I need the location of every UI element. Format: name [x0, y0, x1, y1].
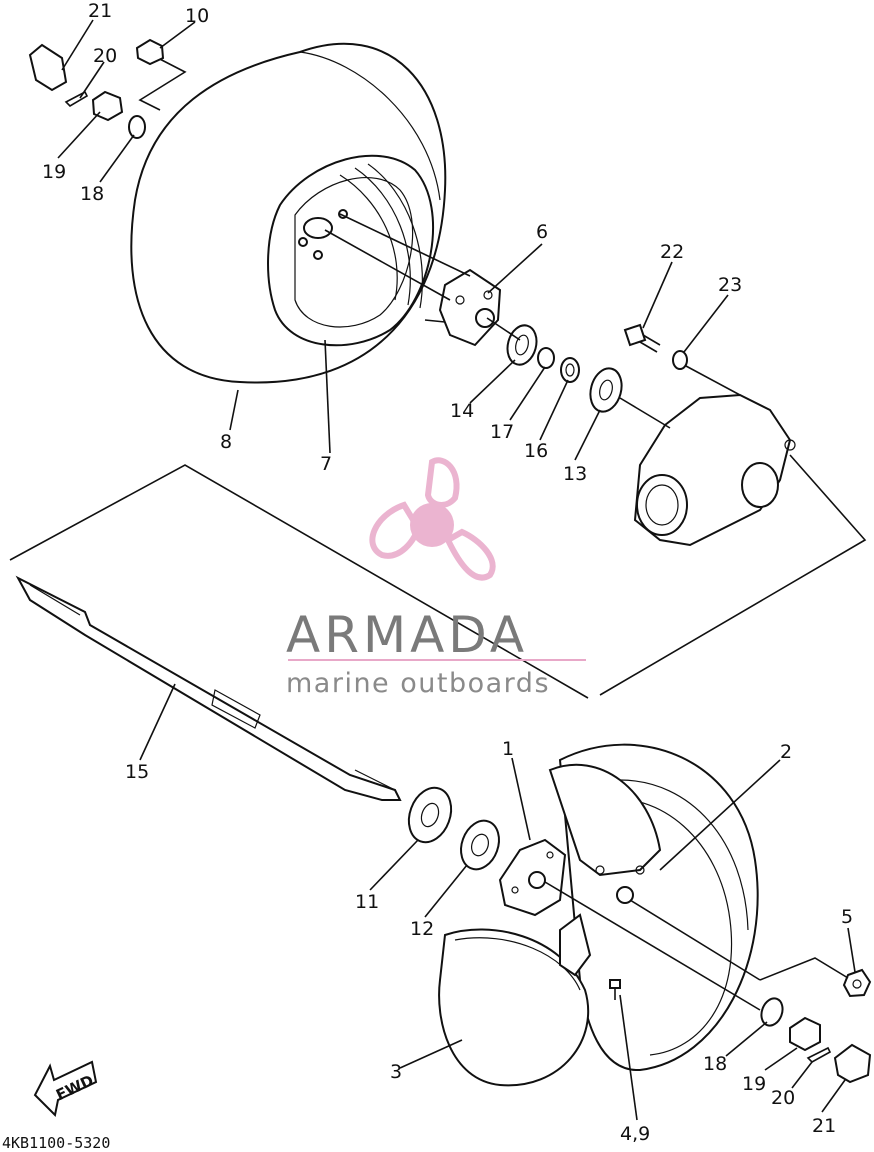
- callout-20-top: 20: [93, 45, 117, 67]
- drawing-code: 4KB1100-5320: [2, 1134, 110, 1152]
- callout-11: 11: [355, 891, 379, 913]
- callout-12: 12: [410, 918, 434, 940]
- callout-17: 17: [490, 421, 514, 443]
- bearing-13: [589, 367, 623, 413]
- callout-21-top: 21: [88, 0, 112, 22]
- callout-18-top: 18: [80, 183, 104, 205]
- circlip-17: [537, 347, 555, 369]
- callout-1: 1: [502, 738, 514, 760]
- callout-18-bottom: 18: [703, 1053, 727, 1075]
- lower-tire-front: [438, 913, 592, 1087]
- callout-22: 22: [660, 241, 684, 263]
- propeller-icon: [369, 457, 496, 581]
- callout-3: 3: [390, 1061, 402, 1083]
- upper-rim: [267, 154, 435, 347]
- bearing-11: [407, 786, 453, 844]
- bearing-14: [506, 324, 538, 366]
- stud-bolt: [609, 979, 621, 1000]
- callout-19-bottom: 19: [742, 1073, 766, 1095]
- rear-axle: [15, 575, 402, 801]
- callout-4-9: 4,9: [620, 1123, 650, 1145]
- callout-21-bottom: 21: [812, 1115, 836, 1137]
- cap-21-upper: [28, 43, 68, 92]
- bolt-22: [623, 323, 661, 353]
- callout-15: 15: [125, 761, 149, 783]
- callout-20-bottom: 20: [771, 1087, 795, 1109]
- watermark-title: ARMADA: [286, 606, 528, 664]
- washer-23: [672, 350, 688, 370]
- callout-14: 14: [450, 400, 474, 422]
- lower-rim-half: [548, 763, 662, 904]
- washer-18-lower: [760, 997, 784, 1027]
- oil-seal-12: [460, 819, 500, 871]
- cap-21-lower: [833, 1043, 872, 1084]
- final-gear-housing: [633, 393, 796, 547]
- callout-5: 5: [841, 906, 853, 928]
- callout-19-top: 19: [42, 161, 66, 183]
- callout-10: 10: [185, 5, 209, 27]
- pin-20-upper: [64, 90, 89, 108]
- callout-7: 7: [320, 453, 332, 475]
- watermark: ARMADA marine outboards: [286, 457, 586, 699]
- callout-13: 13: [563, 463, 587, 485]
- washer-18-upper: [128, 115, 146, 139]
- callout-8: 8: [220, 431, 232, 453]
- nut-5: [842, 968, 872, 998]
- callout-23: 23: [718, 274, 742, 296]
- oil-seal-16: [560, 357, 580, 383]
- callout-16: 16: [524, 440, 548, 462]
- watermark-subtitle: marine outboards: [286, 668, 550, 699]
- pin-20-lower: [806, 1046, 832, 1063]
- hub-flange: [424, 268, 502, 347]
- nut-10: [135, 38, 165, 66]
- callout-2: 2: [780, 741, 792, 763]
- fwd-direction-arrow: FWD: [33, 1060, 98, 1118]
- callout-6: 6: [536, 221, 548, 243]
- nut-19-upper: [91, 90, 124, 122]
- lower-hub: [498, 838, 567, 917]
- nut-19-lower: [789, 1016, 821, 1052]
